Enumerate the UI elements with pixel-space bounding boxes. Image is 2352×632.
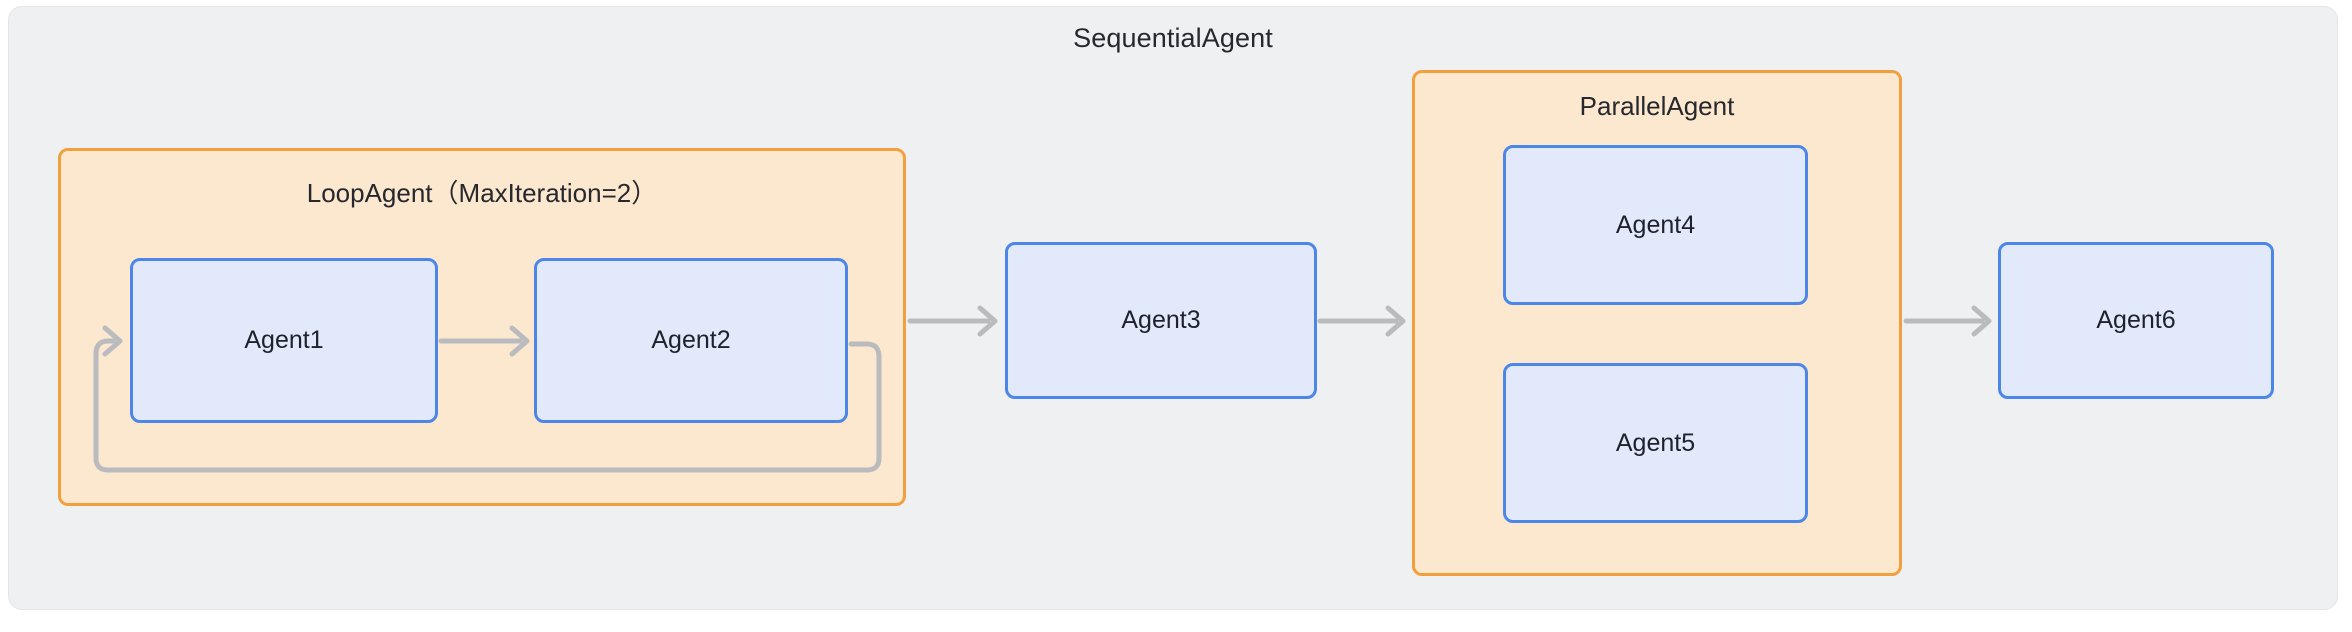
agent-node-agent6[interactable]: Agent6 bbox=[1998, 242, 2274, 399]
loop-agent-title: LoopAgent（MaxIteration=2） bbox=[306, 178, 658, 208]
agent-node-agent3[interactable]: Agent3 bbox=[1005, 242, 1317, 399]
agent-node-agent4[interactable]: Agent4 bbox=[1503, 145, 1808, 305]
agent-node-agent5[interactable]: Agent5 bbox=[1503, 363, 1808, 523]
agent-node-agent2[interactable]: Agent2 bbox=[534, 258, 848, 423]
parallel-agent-title: ParallelAgent bbox=[1579, 91, 1735, 121]
agent-node-agent1[interactable]: Agent1 bbox=[130, 258, 438, 423]
sequential-agent-title: SequentialAgent bbox=[1073, 23, 1273, 53]
